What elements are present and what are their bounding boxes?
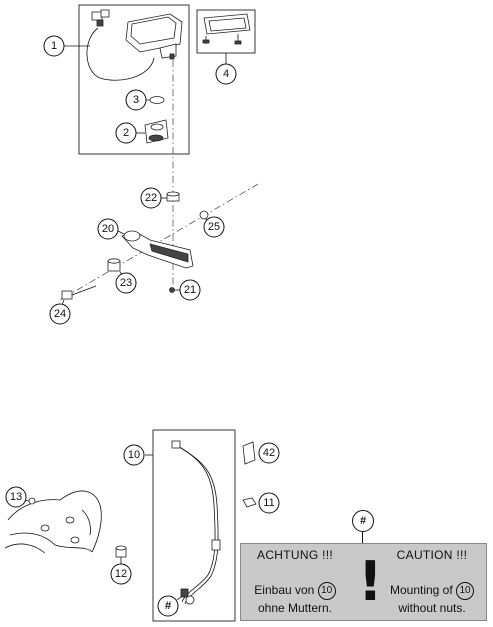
svg-text:22: 22	[145, 192, 157, 204]
callout-13: 13	[5, 486, 27, 508]
warning-leader-line	[362, 531, 363, 543]
svg-text:25: 25	[208, 221, 220, 233]
o-ring-part-3	[149, 96, 165, 104]
callout-42: 42	[258, 442, 280, 464]
assembly-box-speedometer	[78, 4, 190, 155]
warning-german: ACHTUNG !!! Einbau von 10 ohne Muttern.	[245, 548, 345, 616]
bracket-part-4	[202, 13, 251, 45]
nut-part-21	[169, 287, 175, 293]
warning-german-line2: ohne Muttern.	[257, 601, 333, 615]
warning-german-heading: ACHTUNG !!!	[257, 548, 333, 562]
sensor-clip	[211, 539, 221, 551]
svg-text:1: 1	[51, 40, 57, 52]
warning-german-text: Einbau von 10 ohne Muttern.	[245, 582, 345, 616]
callout-22: 22	[140, 187, 162, 209]
holder-bracket-part-20	[121, 230, 194, 269]
axis-diagonal-upper	[59, 183, 259, 301]
warning-german-ref: 10	[317, 582, 336, 600]
warning-english-line1: Mounting of	[389, 583, 453, 598]
spacer-part-23	[107, 258, 121, 272]
warning-english-line2: without nuts.	[398, 601, 466, 615]
sensor-plug	[171, 440, 181, 449]
svg-text:11: 11	[263, 497, 274, 509]
callout-23: 23	[115, 272, 137, 294]
warning-german-line1: Einbau von	[254, 583, 315, 598]
ring-part-13	[28, 497, 36, 505]
svg-text:20: 20	[102, 223, 114, 235]
warning-note: ACHTUNG !!! Einbau von 10 ohne Muttern. …	[240, 543, 487, 621]
callout-11: 11	[258, 492, 280, 514]
grommet-part-22	[166, 191, 180, 202]
svg-text:4: 4	[223, 68, 229, 80]
svg-text:#: #	[165, 600, 171, 612]
warning-exclamation-icon: !	[358, 550, 383, 613]
sensor-washer	[185, 595, 195, 605]
speedometer-housing	[125, 13, 183, 60]
warning-english-heading: CAUTION !!!	[396, 548, 468, 562]
nut-part-12	[115, 545, 127, 558]
svg-text:10: 10	[128, 449, 140, 461]
svg-text:23: 23	[120, 277, 132, 289]
callout-24: 24	[49, 303, 71, 325]
bolt-part-24	[61, 285, 97, 300]
speedometer-cable	[86, 27, 155, 81]
svg-text:21: 21	[184, 284, 196, 296]
sensor-head	[180, 588, 189, 598]
assembly-box-sensor-cable	[152, 429, 236, 622]
speedometer-connector	[91, 9, 110, 27]
callout-12: 12	[110, 563, 132, 585]
bushing-part-25	[199, 210, 209, 220]
svg-text:24: 24	[54, 308, 66, 320]
svg-text:3: 3	[133, 94, 139, 106]
callout-21: 21	[179, 279, 201, 301]
sensor-part-2	[144, 119, 169, 144]
warning-english: CAUTION !!! Mounting of 10 without nuts.	[382, 548, 482, 616]
callout-10: 10	[123, 444, 145, 466]
callout-2: 2	[115, 122, 137, 144]
warning-marker: #	[352, 510, 374, 532]
brake-disc-outline	[4, 490, 102, 554]
clamp-part-11	[242, 497, 257, 508]
callout-25: 25	[203, 216, 225, 238]
callout-hash-sensor: #	[157, 595, 179, 617]
callout-3: 3	[125, 89, 147, 111]
callout-20: 20	[97, 218, 119, 240]
warning-english-text: Mounting of 10 without nuts.	[382, 582, 482, 616]
warning-english-ref: 10	[456, 582, 475, 600]
svg-text:2: 2	[123, 127, 129, 139]
callout-1: 1	[43, 35, 65, 57]
svg-text:13: 13	[10, 491, 22, 503]
cable-tie-part-42	[242, 441, 256, 465]
svg-text:42: 42	[263, 447, 275, 459]
callout-4: 4	[215, 63, 237, 85]
svg-text:12: 12	[115, 568, 127, 580]
